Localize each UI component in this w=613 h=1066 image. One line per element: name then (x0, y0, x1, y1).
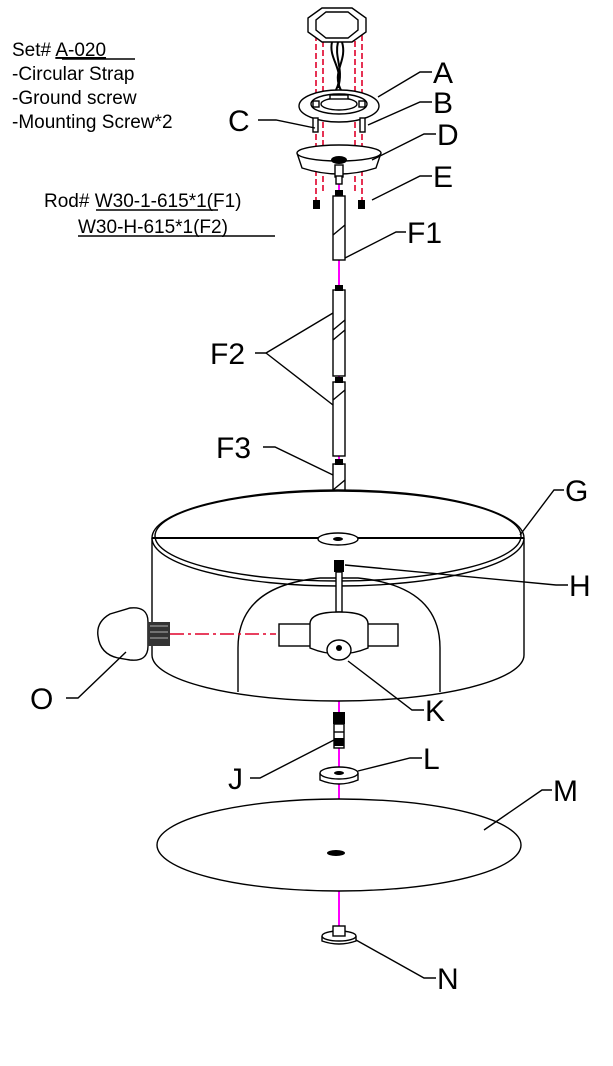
label-k: K (425, 695, 445, 728)
label-a: A (433, 57, 453, 90)
part-d-canopy (296, 144, 382, 185)
part-f1-rod (332, 190, 346, 261)
label-f2: F2 (210, 338, 245, 371)
label-n: N (437, 963, 459, 996)
part-f2-rod-upper (332, 285, 346, 377)
label-h: H (569, 570, 591, 603)
rod-info-suffix-2: (F2) (193, 217, 228, 238)
part-labels: A B C D E F1 F2 F3 G H K O J L M N (30, 57, 591, 996)
leader-lines (66, 71, 568, 979)
svg-text:Rod# W30-1-615*1(F1): Rod# W30-1-615*1(F1) (44, 191, 241, 212)
rod-info-code-2: W30-H-615*1 (78, 217, 193, 238)
label-o: O (30, 683, 53, 716)
svg-text:W30-H-615*1(F2): W30-H-615*1(F2) (78, 217, 228, 238)
label-j: J (228, 763, 243, 796)
label-b: B (433, 87, 453, 120)
label-g: G (565, 475, 588, 508)
label-d: D (437, 119, 459, 152)
label-l: L (423, 743, 440, 776)
part-m-diffuser (156, 798, 522, 892)
junction-box (307, 7, 367, 93)
set-info-item-2: -Ground screw (12, 88, 137, 109)
set-info-prefix: Set# (12, 40, 55, 61)
part-b-ground-screw (359, 117, 366, 133)
part-l-washer (319, 766, 359, 785)
rod-info-block: Rod# W30-1-615*1(F1) W30-H-615*1(F2) (44, 191, 275, 238)
part-h-nut (334, 560, 344, 613)
part-o-bulb (97, 607, 276, 661)
label-c: C (228, 105, 250, 138)
svg-text:Set# A-020: Set# A-020 (12, 40, 106, 61)
label-e: E (433, 161, 453, 194)
label-f3: F3 (216, 432, 251, 465)
part-c-mounting-screw (312, 117, 319, 133)
label-f1: F1 (407, 217, 442, 250)
part-k-socket-cluster (278, 611, 399, 661)
set-info-block: Set# A-020 -Circular Strap -Ground screw… (12, 40, 173, 133)
part-e-canopy-screws (313, 200, 365, 209)
set-info-item-3: -Mounting Screw*2 (12, 112, 173, 133)
part-j-threaded-pipe (333, 712, 345, 749)
rod-info-suffix-1: (F1) (207, 191, 242, 212)
part-a-circular-strap (298, 89, 380, 123)
part-n-finial (321, 925, 357, 945)
rod-info-code-1: W30-1-615*1 (95, 191, 207, 212)
set-info-item-1: -Circular Strap (12, 64, 134, 85)
rod-info-prefix: Rod# (44, 191, 95, 212)
part-f2-rod-lower (332, 377, 346, 457)
set-info-code: A-020 (55, 40, 106, 61)
label-m: M (553, 775, 578, 808)
